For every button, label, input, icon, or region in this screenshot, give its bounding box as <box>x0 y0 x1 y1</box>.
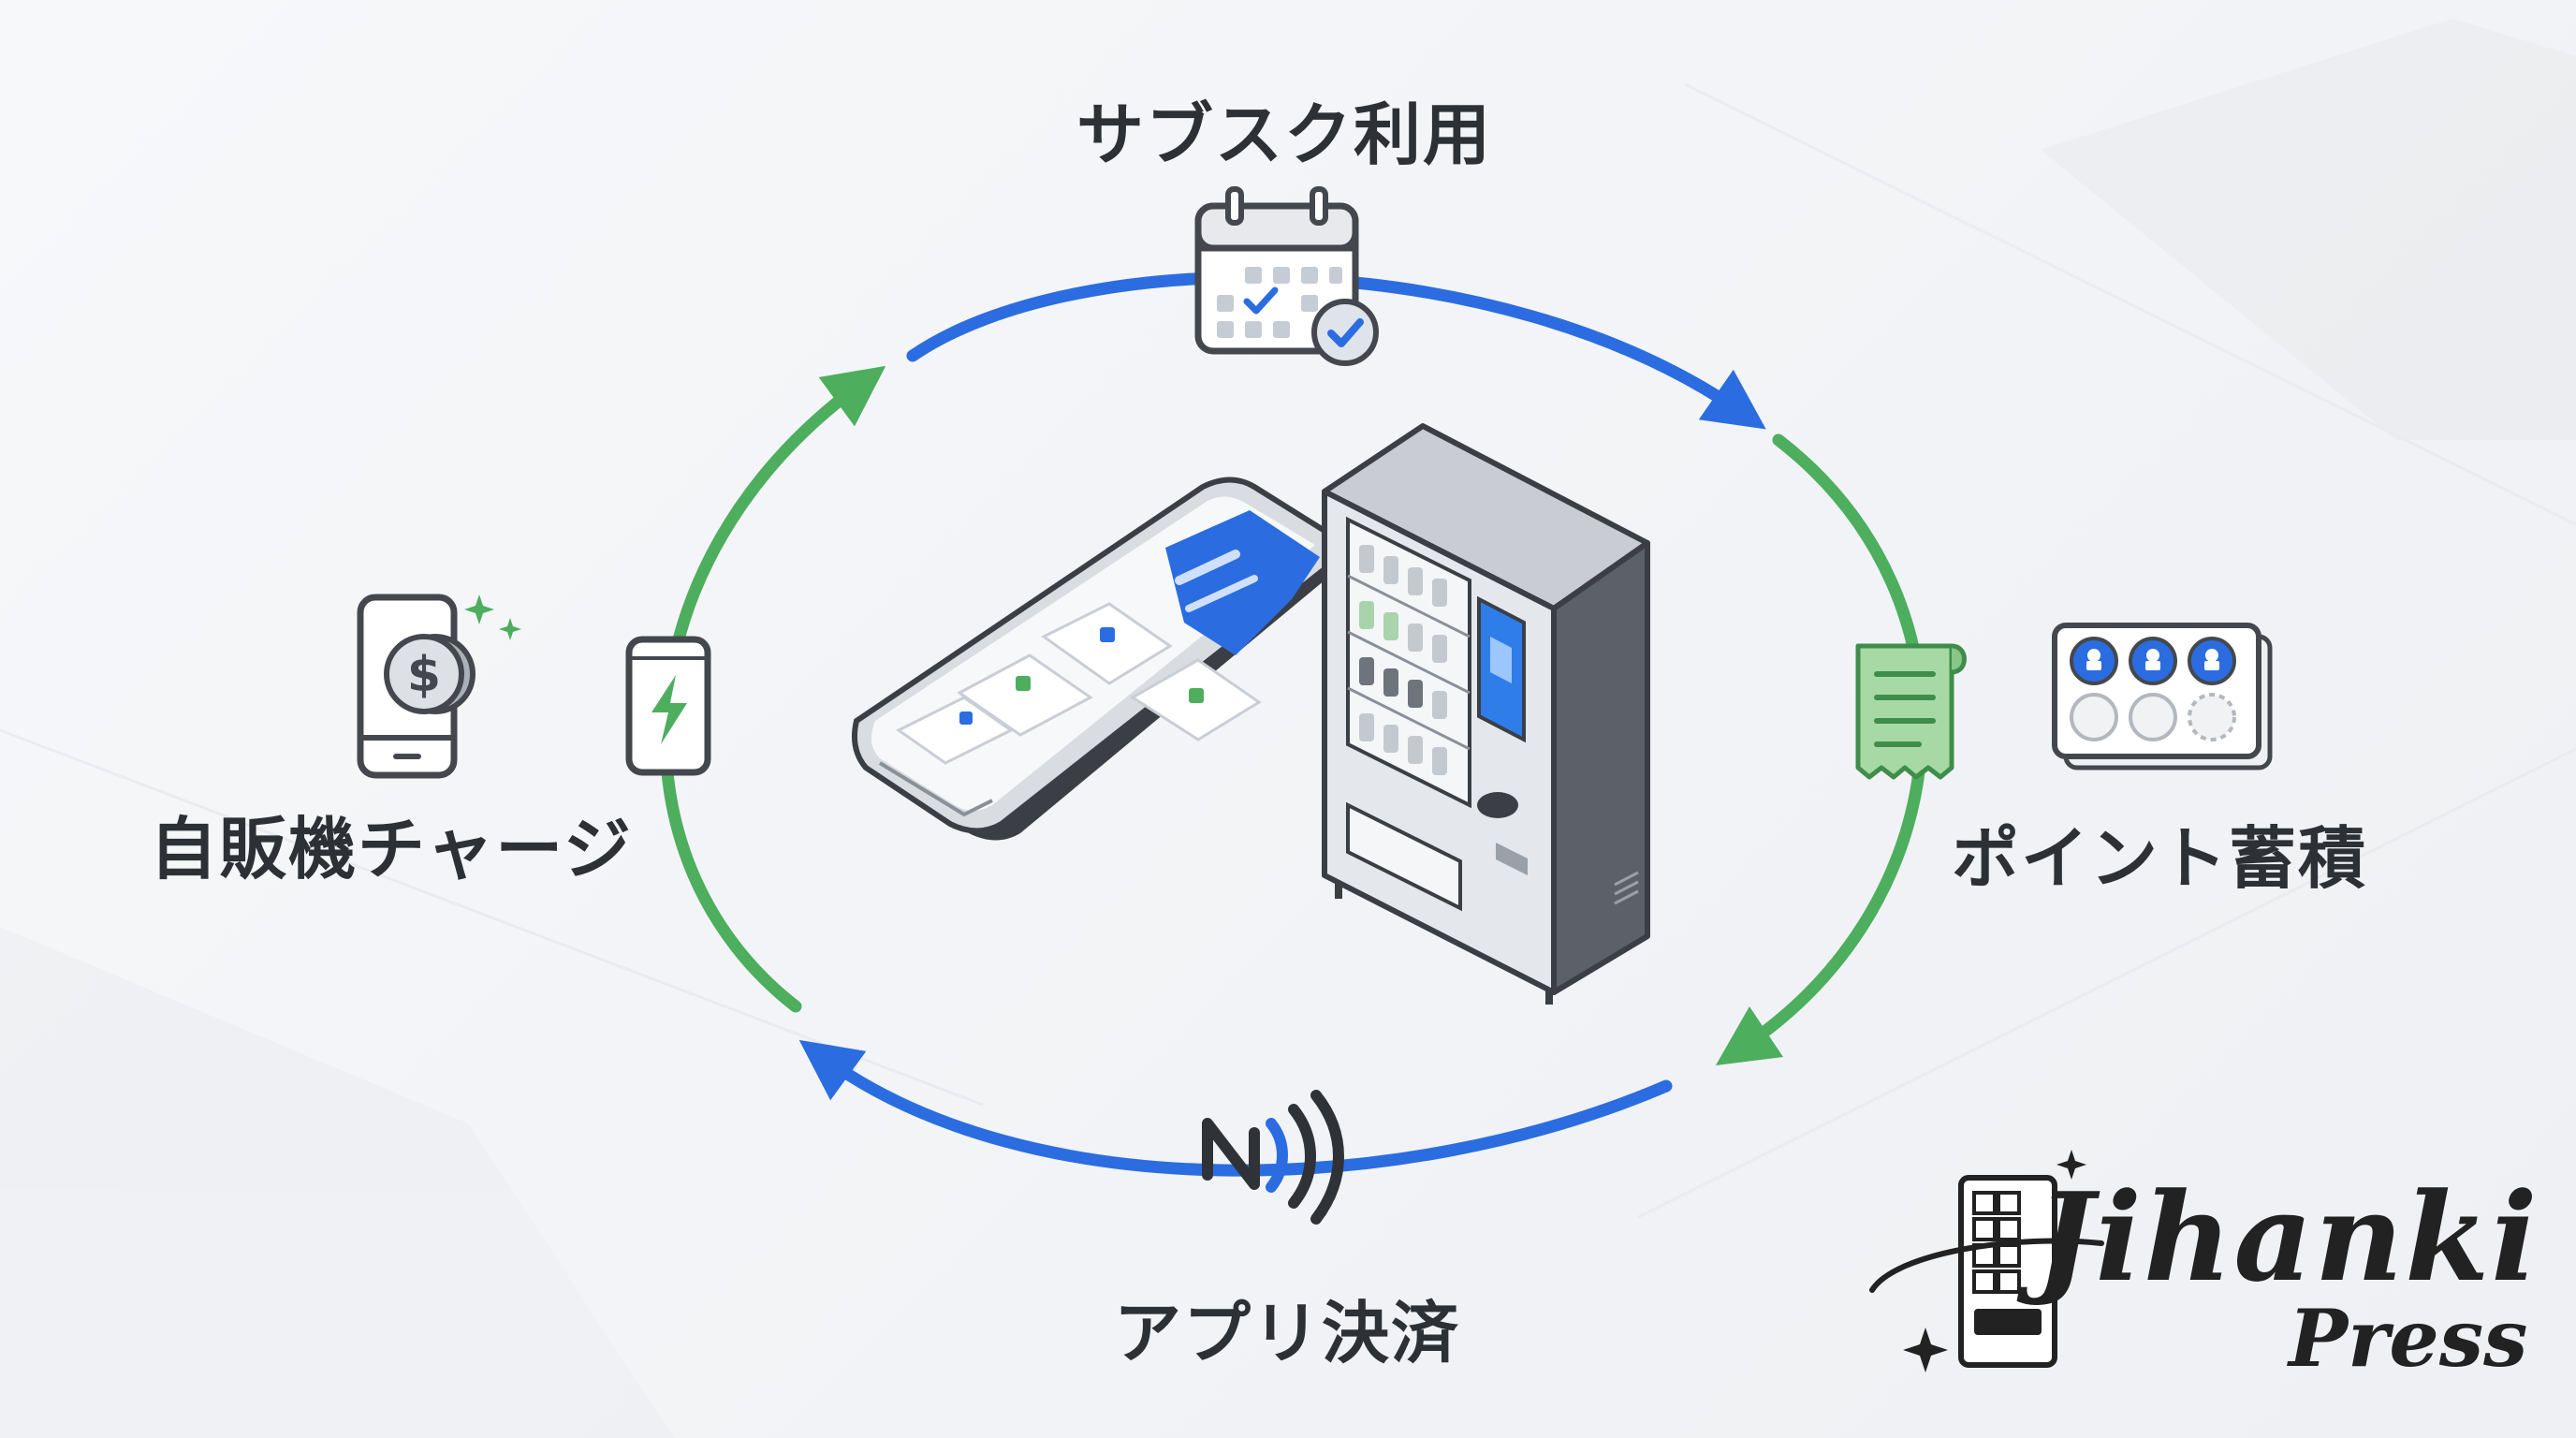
step-label-app-payment: アプリ決済 <box>1114 1294 1461 1372</box>
brand-subtitle: Press <box>2289 1292 2528 1385</box>
stamp-card-icon <box>2052 623 2273 770</box>
smartphone-illustration <box>852 477 1353 841</box>
brand-logo-mark <box>1869 1150 2104 1372</box>
background-planes <box>0 19 2576 1438</box>
step-label-vending-charge: 自販機チャージ <box>150 810 633 888</box>
step-label-points: ポイント蓄積 <box>1952 819 2368 898</box>
svg-text:$: $ <box>407 647 441 703</box>
arrow-bottom-blue <box>798 1039 1673 1177</box>
phone-coin-icon: $ <box>357 594 521 779</box>
vending-machine-illustration <box>1322 423 1650 1005</box>
brand-name: Jihanki <box>2036 1166 2539 1309</box>
nfc-icon <box>1202 1090 1344 1225</box>
receipt-icon <box>1855 643 1967 780</box>
step-label-subscription: サブスク利用 <box>1076 95 1493 174</box>
phone-charge-icon <box>625 636 711 776</box>
brand-logo: Jihanki Press <box>1867 1166 2541 1390</box>
calendar-check-icon <box>1194 186 1379 366</box>
